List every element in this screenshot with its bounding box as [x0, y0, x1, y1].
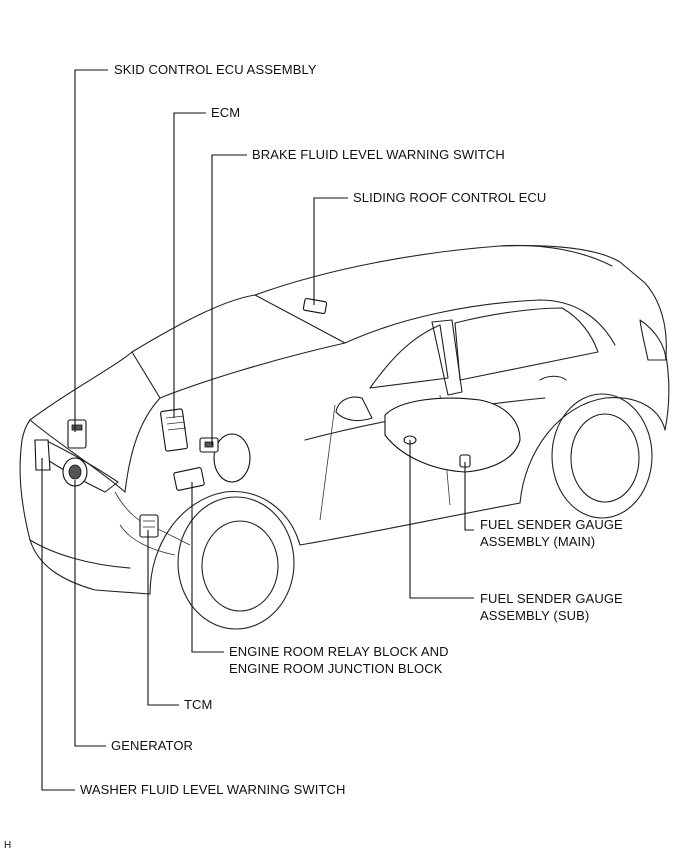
- relay-block-part: [173, 467, 205, 491]
- label-sliding-roof-ecu: SLIDING ROOF CONTROL ECU: [353, 190, 547, 205]
- label-relay-block-2: ENGINE ROOM JUNCTION BLOCK: [229, 661, 443, 676]
- label-washer-switch: WASHER FLUID LEVEL WARNING SWITCH: [80, 782, 346, 797]
- label-fuel-sender-main-1: FUEL SENDER GAUGE: [480, 517, 623, 532]
- tcm-part: [139, 514, 159, 538]
- fuel-tank-part: [384, 397, 521, 473]
- label-fuel-sender-sub-1: FUEL SENDER GAUGE: [480, 591, 623, 606]
- skid-control-ecu-part: [67, 419, 87, 449]
- label-skid-control-ecu: SKID CONTROL ECU ASSEMBLY: [114, 62, 317, 77]
- car-outline: [19, 244, 670, 630]
- label-fuel-sender-main-2: ASSEMBLY (MAIN): [480, 534, 596, 549]
- brake-booster-part: [213, 433, 251, 483]
- sliding-roof-ecu-part: [302, 297, 328, 315]
- leader-lines: [41, 69, 474, 791]
- footer-code: H: [4, 840, 12, 851]
- label-ecm: ECM: [211, 105, 241, 120]
- label-generator: GENERATOR: [111, 738, 194, 753]
- label-fuel-sender-sub-2: ASSEMBLY (SUB): [480, 608, 590, 623]
- components: [34, 297, 521, 538]
- label-tcm: TCM: [184, 697, 213, 712]
- label-brake-fluid-switch: BRAKE FLUID LEVEL WARNING SWITCH: [252, 147, 505, 162]
- washer-fluid-switch-part: [34, 439, 51, 471]
- label-relay-block-1: ENGINE ROOM RELAY BLOCK AND: [229, 644, 449, 659]
